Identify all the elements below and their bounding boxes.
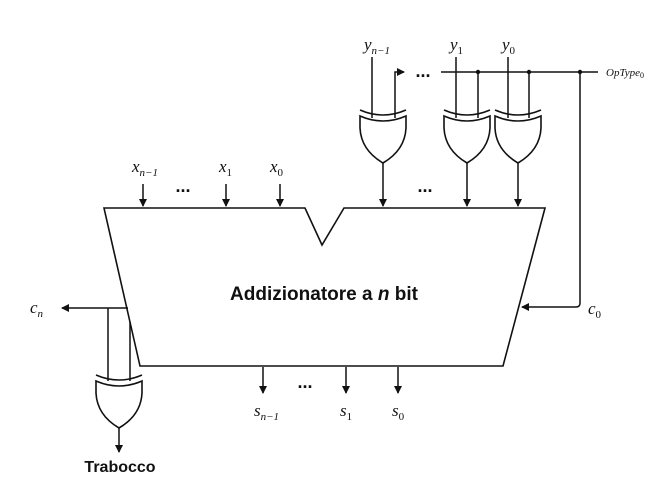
y-xor-gates: yn−1 y1 y0 ... <box>359 35 542 207</box>
y-label-n-1: yn−1 <box>362 35 390 57</box>
y-label-1: y1 <box>448 35 463 57</box>
xor-gate-n-1 <box>359 109 407 164</box>
adder-block <box>102 207 547 367</box>
x-label-0: x0 <box>269 157 284 179</box>
y-ellipsis: ... <box>417 176 432 196</box>
optype-ellipsis: ... <box>415 61 430 81</box>
s-label-0: s0 <box>392 401 405 423</box>
y-label-0: y0 <box>500 35 516 57</box>
x-label-1: x1 <box>218 157 232 179</box>
xor-gate-0 <box>494 109 542 164</box>
optype-label: OpType0 <box>606 67 644 80</box>
x-inputs: xn−1 x1 x0 ... <box>131 157 284 207</box>
x-label-n-1: xn−1 <box>131 157 158 179</box>
xor-gate-1 <box>443 109 491 164</box>
s-outputs: sn−1 s1 s0 ... <box>254 367 405 423</box>
carry-out-label: cn <box>30 298 44 320</box>
optype-branch-n-1 <box>394 68 405 118</box>
s-label-n-1: sn−1 <box>254 401 279 423</box>
carry-out: cn <box>30 298 128 320</box>
optype-bus: OpType0 ... <box>394 61 644 118</box>
overflow-label: Trabocco <box>84 459 155 476</box>
carry-in-wire <box>521 72 581 311</box>
x-ellipsis: ... <box>175 176 190 196</box>
adder-label: Addizionatore a n bit <box>230 284 419 305</box>
carry-in-label: c0 <box>588 299 602 321</box>
xor-gate-overflow <box>95 374 143 429</box>
carry-in: c0 <box>521 72 602 321</box>
s-label-1: s1 <box>340 401 352 423</box>
overflow-detector: Trabocco <box>84 308 156 476</box>
s-ellipsis: ... <box>297 372 312 392</box>
